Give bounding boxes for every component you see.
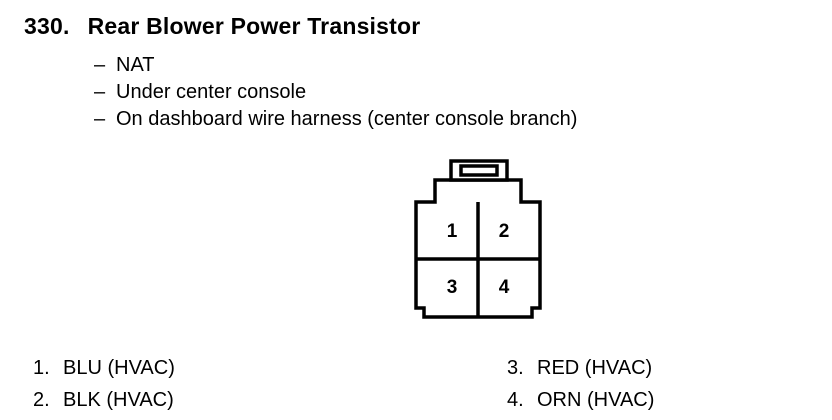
pin-3-number: 3	[447, 277, 458, 298]
legend-pin-number: 4.	[507, 389, 524, 411]
dash-marker: –	[94, 54, 106, 76]
legend-right-column: 3. RED (HVAC) 4. ORN (HVAC)	[507, 352, 654, 416]
legend-wire-label: BLU (HVAC)	[63, 357, 175, 379]
legend-wire-label: BLK (HVAC)	[63, 389, 174, 411]
location-note: – NAT	[94, 52, 577, 79]
location-note: – On dashboard wire harness (center cons…	[94, 106, 577, 133]
legend-wire-label: RED (HVAC)	[537, 357, 653, 379]
legend-item-pin-4: 4. ORN (HVAC)	[507, 384, 654, 416]
legend-left-column: 1. BLU (HVAC) 2. BLK (HVAC)	[33, 352, 175, 416]
pin-2-number: 2	[499, 221, 510, 242]
location-note: – Under center console	[94, 79, 577, 106]
legend-item-pin-3: 3. RED (HVAC)	[507, 352, 654, 384]
dash-marker: –	[94, 81, 106, 103]
legend-wire-label: ORN (HVAC)	[537, 389, 655, 411]
location-note-text: Under center console	[116, 81, 307, 103]
location-note-text: NAT	[116, 54, 155, 76]
section-number: 330.	[24, 13, 70, 39]
connector-drawing: 1 2 3 4	[414, 159, 542, 319]
page-heading: 330. Rear Blower Power Transistor	[24, 13, 420, 40]
location-note-text: On dashboard wire harness (center consol…	[116, 108, 578, 130]
legend-pin-number: 3.	[507, 357, 524, 379]
legend-pin-number: 1.	[33, 357, 50, 379]
pin-1-number: 1	[447, 221, 458, 242]
legend-item-pin-1: 1. BLU (HVAC)	[33, 352, 175, 384]
pin-4-number: 4	[499, 277, 510, 298]
latch-tab-inner	[459, 164, 499, 177]
location-notes: – NAT – Under center console – On dashbo…	[94, 52, 577, 133]
page-title: Rear Blower Power Transistor	[87, 13, 421, 39]
legend-pin-number: 2.	[33, 389, 50, 411]
connector-diagram: 1 2 3 4	[408, 159, 548, 331]
legend-item-pin-2: 2. BLK (HVAC)	[33, 384, 175, 416]
dash-marker: –	[94, 108, 106, 130]
